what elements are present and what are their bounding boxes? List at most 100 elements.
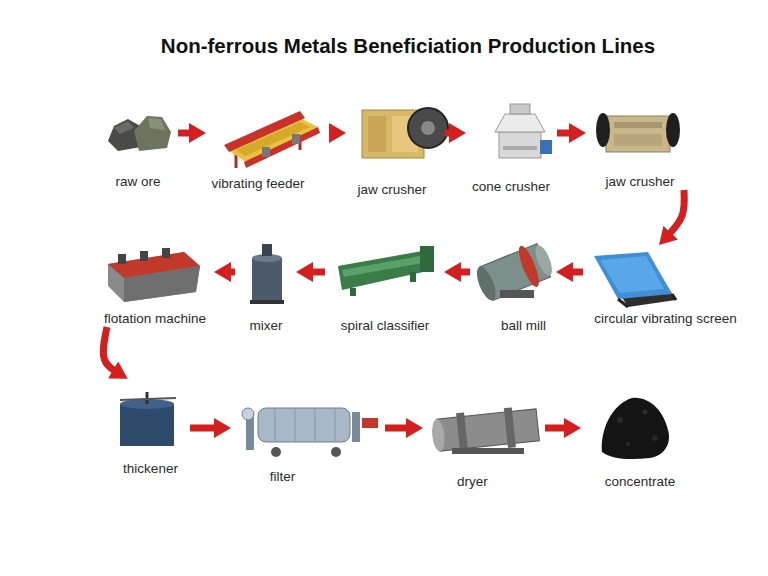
- jaw-crusher-image-part: [408, 108, 448, 148]
- circular-vibrating-screen-image-part: [672, 294, 676, 300]
- equipment-label: mixer: [250, 317, 283, 334]
- equipment-label: spiral classifier: [341, 317, 430, 334]
- spiral-classifier-image-part: [350, 288, 356, 296]
- equipment-node: spiral classifier: [325, 240, 445, 334]
- cone-crusher-image-part: [510, 104, 530, 114]
- thickener-image-part: [120, 404, 174, 446]
- equipment-label: jaw crusher: [357, 181, 426, 198]
- mixer-image-part: [252, 258, 282, 300]
- flotation-machine-image-part: [118, 254, 126, 264]
- spiral-classifier-image-part: [420, 246, 434, 272]
- jaw-crusher-image-part: [421, 121, 435, 135]
- filter-image-part: [331, 447, 341, 457]
- raw-ore-rocks-part: [148, 118, 165, 130]
- dryer-image-part-part: [437, 409, 540, 451]
- filter-image-part: [275, 408, 276, 442]
- equipment-node: cone crusher: [465, 100, 557, 195]
- jaw-crusher-image-part: [596, 113, 610, 147]
- mixer-image-part: [262, 244, 272, 256]
- dryer-image-part: [452, 448, 524, 454]
- equipment-label: vibrating feeder: [211, 175, 304, 192]
- vibrating-feeder-image-part: [244, 127, 320, 168]
- jaw-crusher-image: [362, 108, 448, 158]
- cone-crusher-image: [495, 104, 552, 158]
- flow-arrow: [385, 425, 413, 432]
- vibrating-feeder-image-part: [262, 147, 270, 157]
- filter-image-part: [315, 408, 316, 442]
- equipment-node: vibrating feeder: [205, 100, 335, 192]
- dryer-image-part-part: [504, 407, 516, 448]
- ball-mill-image: [472, 238, 558, 307]
- spiral-classifier-image: [338, 246, 434, 296]
- flotation-machine-image-part: [108, 252, 200, 302]
- flow-arrow: [545, 425, 571, 432]
- equipment-node: dryer: [422, 390, 545, 490]
- equipment-label: cone crusher: [472, 178, 550, 195]
- flow-arrow: [445, 130, 456, 137]
- equipment-label: concentrate: [605, 473, 676, 490]
- jaw-crusher-image-part: [614, 122, 662, 128]
- raw-ore-rocks-part: [134, 116, 171, 151]
- ball-mill-image-part: [472, 238, 558, 307]
- flow-arrow: [103, 327, 119, 374]
- filter-image-part: [258, 408, 350, 442]
- equipment-node: jaw crusher: [345, 100, 445, 198]
- spiral-classifier-image-part: [410, 272, 416, 282]
- dryer-image: [430, 405, 540, 456]
- equipment-node: raw ore: [98, 100, 178, 190]
- flow-arrow: [224, 269, 235, 276]
- mixer-image-part: [250, 300, 284, 304]
- thickener-image-part: [120, 398, 176, 400]
- filter-image-part: [242, 408, 254, 420]
- vibrating-feeder-image-part: [292, 134, 300, 144]
- flotation-machine-image-part: [124, 266, 200, 302]
- cone-crusher-image-part: [499, 132, 541, 158]
- flow-arrow: [557, 130, 576, 137]
- equipment-label: flotation machine: [104, 310, 206, 327]
- flotation-machine-image: [108, 248, 200, 302]
- circular-vibrating-screen-image: [594, 252, 676, 307]
- equipment-node: thickener: [105, 380, 190, 477]
- mixer-image: [250, 244, 284, 304]
- flow-arrow: [454, 269, 470, 276]
- equipment-label: thickener: [123, 460, 178, 477]
- flow-arrow: [178, 130, 196, 137]
- circular-vibrating-screen-image-part: [600, 256, 664, 293]
- jaw-crusher-image-part: [368, 116, 386, 152]
- equipment-label: circular vibrating screen: [594, 310, 737, 327]
- equipment-node: flotation machine: [95, 240, 215, 327]
- filter-image: [242, 408, 378, 457]
- equipment-label: filter: [270, 468, 296, 485]
- equipment-label: raw ore: [115, 173, 160, 190]
- diagram-title: Non-ferrous Metals Beneficiation Product…: [48, 34, 768, 58]
- filter-image-part: [271, 447, 281, 457]
- flow-arrow: [190, 425, 221, 432]
- concentrate-pile-image-part: [602, 398, 669, 459]
- cone-crusher-image-part: [495, 114, 545, 132]
- raw-ore-rocks-part: [114, 121, 134, 134]
- cone-crusher-image-part: [540, 140, 552, 154]
- equipment-node: mixer: [235, 240, 297, 334]
- spiral-classifier-image-part: [338, 250, 432, 290]
- flow-arrow: [306, 269, 325, 276]
- concentrate-pile-image-part: [643, 410, 648, 415]
- concentrate-pile-image-part: [617, 417, 623, 423]
- flow-arrow: [666, 190, 684, 238]
- jaw-crusher-image-part: [606, 116, 670, 152]
- flotation-machine-image-part: [162, 248, 170, 258]
- equipment-node: concentrate: [580, 390, 700, 490]
- filter-image-part: [295, 408, 296, 442]
- equipment-label: jaw crusher: [605, 173, 674, 190]
- vibrating-feeder-image: [224, 111, 320, 168]
- ball-mill-image-part-part: [473, 264, 499, 303]
- equipment-node: jaw crusher: [585, 100, 695, 190]
- dryer-image-part-part: [456, 412, 468, 453]
- circular-vibrating-screen-image-part: [594, 252, 672, 299]
- concentrate-pile-image-part: [652, 435, 658, 441]
- jaw-crusher-image: [596, 113, 680, 152]
- ball-mill-image-part-part: [532, 243, 555, 277]
- equipment-label: ball mill: [501, 317, 546, 334]
- vibrating-feeder-image-part: [224, 111, 305, 152]
